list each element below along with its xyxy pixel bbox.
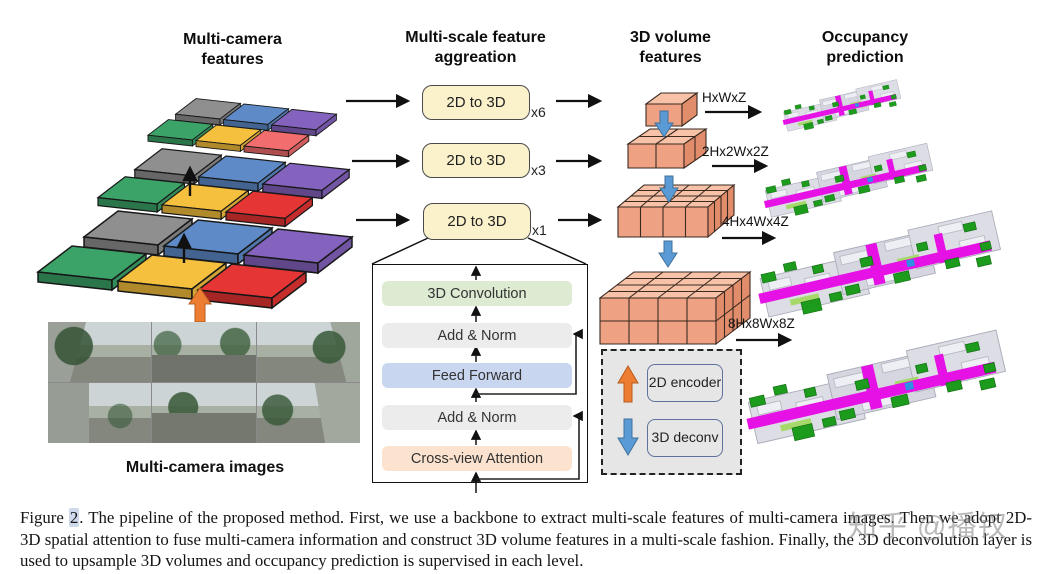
volume-cube-3 bbox=[616, 183, 736, 239]
size-label-1: HxWxZ bbox=[702, 90, 747, 105]
block-2d-to-3d-1: 2D to 3D bbox=[422, 85, 530, 120]
block-multiplier-3: x1 bbox=[532, 222, 547, 238]
volume-cube-2 bbox=[626, 127, 708, 170]
legend: 2D encoder 3D deconv bbox=[601, 349, 742, 475]
size-label-3: 4Hx4Wx4Z bbox=[722, 214, 789, 229]
deconv-down-arrow-icon bbox=[658, 240, 678, 268]
transformer-arrows bbox=[470, 265, 583, 493]
camera-image bbox=[48, 322, 152, 382]
occupancy-voxels-2 bbox=[759, 142, 937, 222]
detail-connectors bbox=[371, 237, 587, 265]
legend-label-3d-deconv: 3D deconv bbox=[647, 419, 723, 457]
multi-camera-images bbox=[48, 322, 361, 443]
multi-camera-feature-stack bbox=[37, 98, 353, 309]
encoder-up-arrow-icon bbox=[617, 365, 639, 403]
caption-figure-word: Figure bbox=[20, 507, 64, 527]
layer-feed-forward: Feed Forward bbox=[382, 363, 572, 388]
layer-add-norm-1: Add & Norm bbox=[382, 323, 572, 348]
block-2d-to-3d-3: 2D to 3D bbox=[423, 203, 531, 240]
camera-image bbox=[152, 322, 256, 382]
legend-row-2d-encoder: 2D encoder bbox=[617, 362, 723, 404]
legend-label-2d-encoder: 2D encoder bbox=[647, 364, 723, 402]
camera-image bbox=[152, 383, 256, 443]
size-label-4: 8Hx8Wx8Z bbox=[728, 316, 795, 331]
caption-figure-number: 2 bbox=[68, 507, 80, 527]
volumes-title: 3D volume features bbox=[630, 29, 711, 66]
volume-cubes bbox=[598, 91, 752, 346]
occupancy-title: Occupancy prediction bbox=[821, 29, 909, 66]
deconv-down-arrow-icon bbox=[659, 175, 679, 203]
feature-scale-large bbox=[37, 210, 353, 309]
legend-row-3d-deconv: 3D deconv bbox=[617, 417, 723, 459]
figure-caption: Figure 2. The pipeline of the proposed m… bbox=[20, 507, 1032, 572]
occupancy-voxels-3 bbox=[751, 210, 1006, 324]
layer-cross-view-attention: Cross-view Attention bbox=[382, 446, 572, 471]
size-label-2: 2Hx2Wx2Z bbox=[702, 144, 769, 159]
deconv-arrows bbox=[654, 110, 679, 268]
layer-add-norm-2: Add & Norm bbox=[382, 405, 572, 430]
features-title: Multi-camera features bbox=[183, 31, 282, 68]
feature-scale-small bbox=[147, 98, 337, 158]
camera-images-label: Multi-camera images bbox=[125, 459, 285, 476]
occupancy-predictions bbox=[739, 79, 1011, 451]
block-2d-to-3d-2: 2D to 3D bbox=[422, 143, 530, 178]
volume-cube-1 bbox=[644, 91, 699, 128]
camera-image bbox=[256, 322, 361, 382]
deconv-down-arrow-icon bbox=[617, 418, 639, 456]
aggregation-title: Multi-scale feature aggreation bbox=[405, 29, 546, 66]
layer-3d-convolution: 3D Convolution bbox=[382, 281, 572, 306]
volume-cube-4 bbox=[598, 270, 752, 346]
camera-image bbox=[48, 383, 152, 443]
flow-arrows-out bbox=[556, 93, 603, 228]
caption-body: . The pipeline of the proposed method. F… bbox=[20, 507, 1032, 571]
size-arrows bbox=[705, 104, 793, 348]
skip-connection bbox=[476, 410, 583, 480]
block-multiplier-1: x6 bbox=[531, 104, 546, 120]
flow-arrows-in bbox=[346, 93, 411, 228]
encoder-up-arrow-icon bbox=[188, 287, 212, 323]
camera-image bbox=[256, 383, 361, 443]
cross-view-attention-detail: 3D Convolution Add & Norm Feed Forward A… bbox=[372, 264, 588, 483]
occupancy-voxels-4 bbox=[739, 329, 1011, 451]
skip-connection bbox=[476, 328, 583, 395]
block-multiplier-2: x3 bbox=[531, 162, 546, 178]
deconv-down-arrow-icon bbox=[654, 110, 674, 138]
occupancy-voxels-1 bbox=[779, 79, 904, 135]
